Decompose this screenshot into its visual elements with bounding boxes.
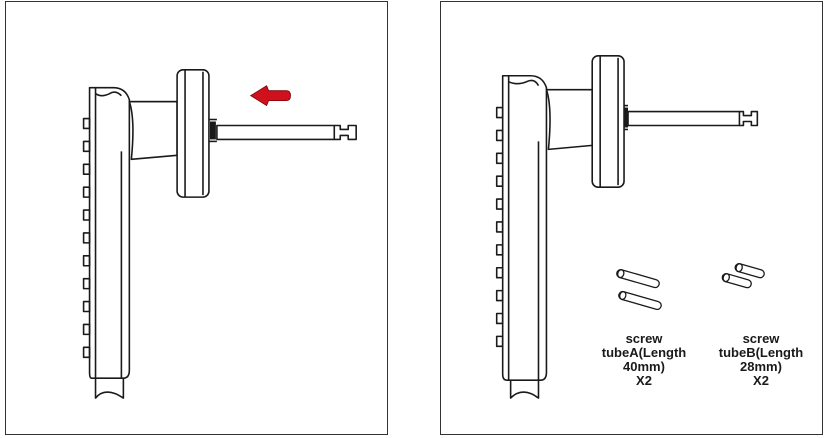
handle-body — [503, 76, 547, 398]
step-panel-insert-tube — [5, 1, 388, 435]
label-line: 40mm) — [589, 360, 699, 374]
screw-tube-a-label: screw tubeA(Length 40mm) X2 — [589, 332, 699, 388]
screw-tube-b-pair — [721, 263, 765, 289]
screw-tube — [217, 125, 356, 139]
grip-ridges — [84, 119, 90, 358]
handle-body — [90, 88, 130, 398]
quantity: X2 — [589, 374, 699, 388]
screw-tube — [628, 112, 757, 126]
screw-tube-b-label: screw tubeB(Length 28mm) X2 — [706, 332, 816, 388]
handle-neck — [129, 102, 177, 160]
grip-ridges — [497, 108, 503, 347]
quantity: X2 — [706, 374, 816, 388]
handle-assembly-drawing — [6, 2, 387, 434]
label-line: 28mm) — [706, 360, 816, 374]
rose-plate — [177, 70, 217, 197]
handle-neck — [546, 90, 592, 150]
screw-tube-a-pair — [616, 269, 662, 311]
step-panel-parts: screw tubeA(Length 40mm) X2 screw tubeB(… — [440, 1, 823, 435]
label-line: tubeB(Length — [706, 346, 816, 360]
insert-arrow-icon — [251, 86, 291, 106]
label-line: screw — [706, 332, 816, 346]
label-line: screw — [589, 332, 699, 346]
rose-plate — [592, 56, 628, 187]
label-line: tubeA(Length — [589, 346, 699, 360]
